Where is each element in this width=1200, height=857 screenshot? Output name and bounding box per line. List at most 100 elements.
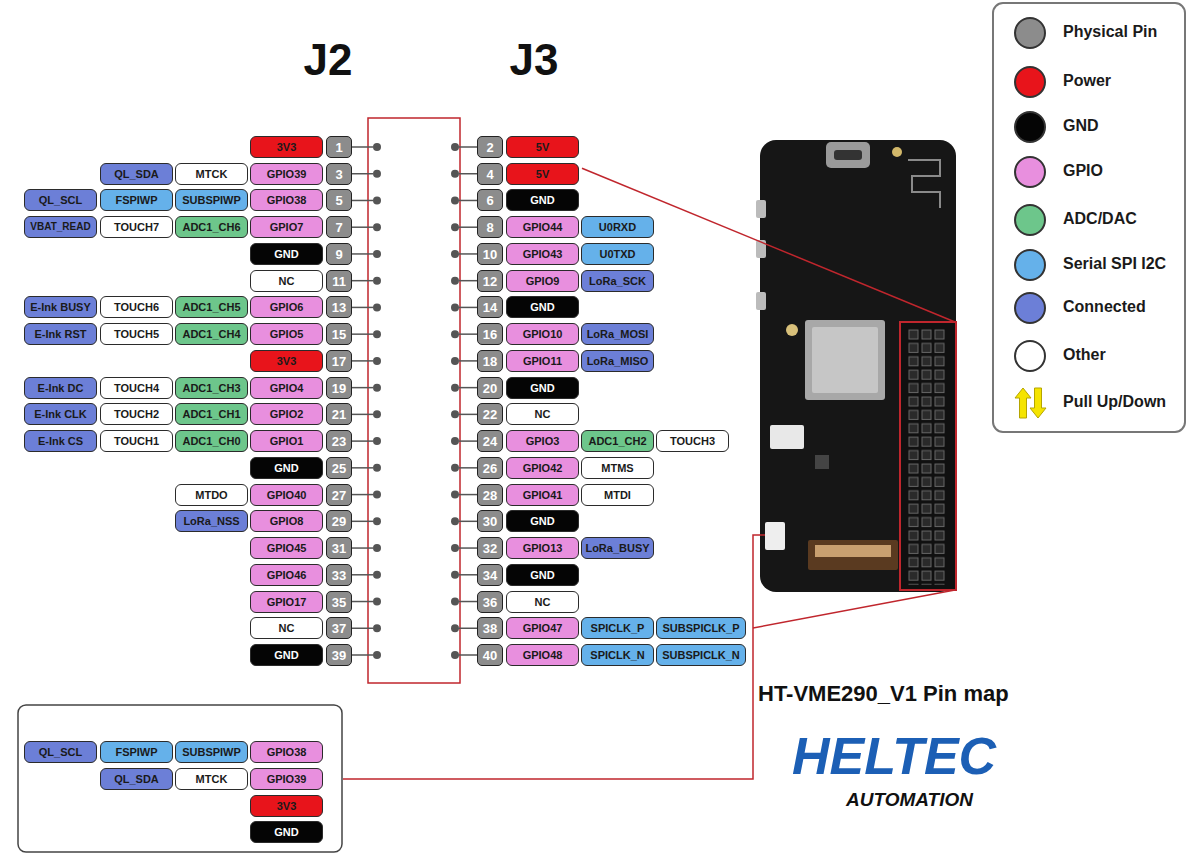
pin-lead [352, 307, 373, 309]
pin-text: GND [530, 570, 554, 581]
pin-lead [459, 654, 477, 656]
pin-number: 33 [326, 564, 352, 586]
pin-number: 7 [326, 216, 352, 238]
pin-text: GPIO39 [267, 774, 307, 785]
pin-number: 30 [477, 510, 503, 532]
pin-number: 4 [477, 163, 503, 185]
pin-label: QL_SDA [100, 768, 173, 790]
header-dot [373, 464, 381, 472]
header-dot [373, 437, 381, 445]
pin-label: GPIO43 [506, 243, 579, 265]
pin-label: GPIO2 [250, 403, 323, 425]
pin-label: SUBSPIWP [175, 741, 248, 763]
pin-label: NC [250, 617, 323, 639]
pin-text: GPIO46 [267, 570, 307, 581]
pin-text: 11 [332, 275, 346, 288]
header-dot [451, 491, 459, 499]
pin-lead [352, 494, 373, 496]
pin-label: GPIO9 [506, 270, 579, 292]
pin-text: MTDI [604, 490, 631, 501]
pin-number: 12 [477, 270, 503, 292]
pin-label: QL_SCL [24, 189, 97, 211]
pin-label: GND [250, 243, 323, 265]
pin-number: 28 [477, 484, 503, 506]
pin-text: 1 [335, 141, 342, 154]
legend-frame [993, 3, 1185, 432]
pin-label: 3V3 [250, 350, 323, 372]
pin-label: GPIO4 [250, 377, 323, 399]
pin-text: 32 [483, 542, 497, 555]
pin-text: GPIO38 [267, 747, 307, 758]
pin-lead [352, 173, 373, 175]
pin-text: 2 [486, 141, 493, 154]
header-dot [451, 384, 459, 392]
pin-label: SUBSPICLK_P [656, 617, 746, 639]
legend-text: Physical Pin [1063, 23, 1157, 41]
pin-label: 3V3 [250, 795, 323, 817]
pin-number: 13 [326, 296, 352, 318]
header-dot [451, 437, 459, 445]
pin-label: GPIO17 [250, 591, 323, 613]
pin-number: 5 [326, 189, 352, 211]
pin-text: NC [279, 623, 295, 634]
pin-label: NC [506, 591, 579, 613]
pin-text: E-Ink DC [38, 383, 84, 394]
pin-text: SPICLK_N [590, 650, 644, 661]
header-dot [373, 303, 381, 311]
inset-frame [18, 705, 342, 852]
legend-text: GPIO [1063, 162, 1103, 180]
header-pins [907, 328, 947, 585]
pin-label: E-Ink CLK [24, 403, 97, 425]
pin-text: 27 [332, 489, 346, 502]
pin-number: 15 [326, 323, 352, 345]
logo-word: HELTEC [792, 728, 996, 785]
pin-text: NC [535, 597, 551, 608]
pin-text: GPIO5 [270, 329, 304, 340]
pin-label: E-Ink DC [24, 377, 97, 399]
small-connector [765, 522, 785, 550]
pin-text: GPIO3 [526, 436, 560, 447]
pin-text: E-Ink BUSY [30, 302, 91, 313]
pin-text: LoRa_MOSI [587, 329, 649, 340]
pin-lead [459, 360, 477, 362]
legend-swatch [1014, 340, 1046, 372]
pin-label: ADC1_CH3 [175, 377, 248, 399]
header-dot [451, 357, 459, 365]
pin-label: GND [506, 564, 579, 586]
header-dot [451, 464, 459, 472]
legend-text: Serial SPI I2C [1063, 255, 1166, 273]
pin-text: MTCK [196, 169, 228, 180]
header-dot [373, 624, 381, 632]
pin-label: GPIO38 [250, 741, 323, 763]
pin-number: 40 [477, 644, 503, 666]
header-dot [373, 544, 381, 552]
pin-text: 12 [483, 275, 497, 288]
header-dot [373, 384, 381, 392]
pin-text: GPIO43 [523, 249, 563, 260]
pin-label: LoRa_NSS [175, 510, 248, 532]
pin-label: GPIO13 [506, 537, 579, 559]
pin-label: ADC1_CH6 [175, 216, 248, 238]
pin-label: LoRa_BUSY [581, 537, 654, 559]
radio-module [805, 320, 885, 400]
pin-label: SUBSPICLK_N [656, 644, 746, 666]
legend-swatch [1014, 249, 1046, 281]
pin-text: GPIO9 [526, 276, 560, 287]
pin-text: GPIO47 [523, 623, 563, 634]
header-dot [373, 196, 381, 204]
pin-text: 29 [332, 515, 346, 528]
pull-up-arrow [1015, 388, 1031, 418]
pin-label: MTCK [175, 768, 248, 790]
pin-text: ADC1_CH4 [182, 329, 240, 340]
pin-lead [352, 280, 373, 282]
pin-text: 10 [483, 248, 497, 261]
pin-text: GND [530, 383, 554, 394]
pin-text: 3V3 [277, 356, 297, 367]
pin-text: 30 [483, 515, 497, 528]
pin-label: GPIO46 [250, 564, 323, 586]
pin-text: MTCK [196, 774, 228, 785]
pin-number: 34 [477, 564, 503, 586]
pin-label: GPIO39 [250, 768, 323, 790]
pin-number: 37 [326, 617, 352, 639]
legend-text: ADC/DAC [1063, 210, 1137, 228]
